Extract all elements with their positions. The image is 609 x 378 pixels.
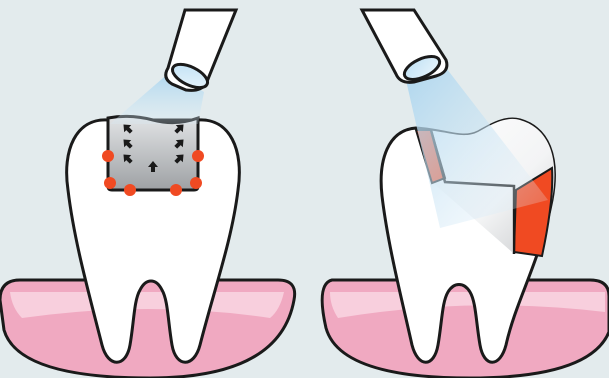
- stress-dot: [124, 184, 136, 196]
- left-panel: [0, 10, 295, 378]
- stress-dot: [170, 184, 182, 196]
- stress-dot: [190, 177, 202, 189]
- stress-dot: [102, 150, 114, 162]
- composite-filling: [108, 116, 198, 190]
- stress-dot: [192, 150, 204, 162]
- right-panel: [322, 10, 609, 378]
- curing-light-right: [362, 10, 447, 84]
- curing-light-left: [166, 10, 236, 92]
- stress-dot: [104, 177, 116, 189]
